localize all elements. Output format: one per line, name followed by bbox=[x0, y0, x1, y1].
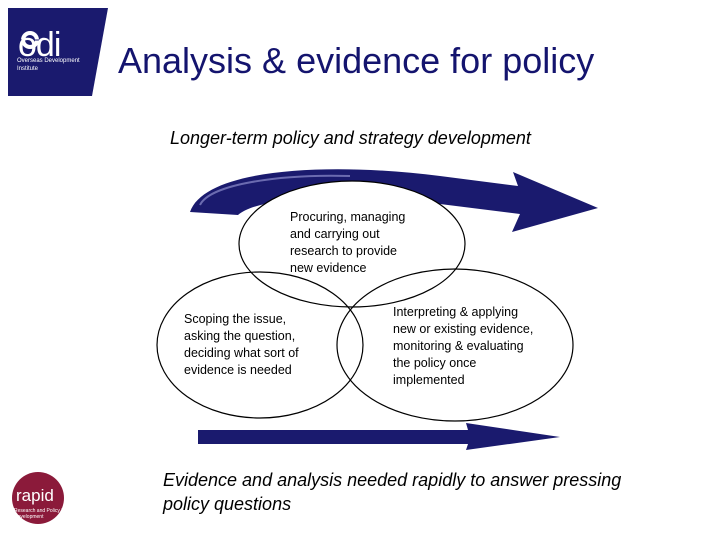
research-circle-text: Procuring, managing and carrying out res… bbox=[290, 209, 430, 277]
text-line: and carrying out bbox=[290, 227, 380, 241]
text-line: new or existing evidence, bbox=[393, 322, 534, 336]
text-line: new evidence bbox=[290, 261, 367, 275]
rapid-logo-text: rapid bbox=[16, 486, 54, 505]
text-line: implemented bbox=[393, 373, 465, 387]
text-line: Scoping the issue, bbox=[184, 312, 287, 326]
odi-logo-text: odi bbox=[18, 26, 61, 64]
odi-logo-subtext: Overseas Development Institute bbox=[17, 58, 80, 72]
text-line: research to provide bbox=[290, 244, 398, 258]
scoping-circle-text: Scoping the issue, asking the question, … bbox=[184, 311, 329, 379]
rapid-logo-subtext: Research and Policy in Development bbox=[14, 508, 66, 520]
text-line: deciding what sort of bbox=[184, 346, 299, 360]
page-title: Analysis & evidence for policy bbox=[118, 40, 595, 81]
odi-logo bbox=[8, 8, 108, 96]
rapid-logo bbox=[12, 472, 64, 524]
text-line: the policy once bbox=[393, 356, 477, 370]
text-line: Interpreting & applying bbox=[393, 305, 519, 319]
interpreting-circle-text: Interpreting & applying new or existing … bbox=[393, 304, 558, 389]
long-term-label: Longer-term policy and strategy developm… bbox=[170, 128, 531, 148]
text-line: evidence is needed bbox=[184, 363, 292, 377]
rapid-arrow bbox=[198, 423, 560, 450]
text-line: monitoring & evaluating bbox=[393, 339, 524, 353]
rapid-label: Evidence and analysis needed rapidly to … bbox=[163, 470, 622, 514]
text-line: asking the question, bbox=[184, 329, 296, 343]
long-term-arrow bbox=[190, 169, 598, 232]
circle-interpreting bbox=[336, 268, 574, 422]
text-line: Procuring, managing bbox=[290, 210, 406, 224]
circle-scoping bbox=[156, 271, 364, 419]
